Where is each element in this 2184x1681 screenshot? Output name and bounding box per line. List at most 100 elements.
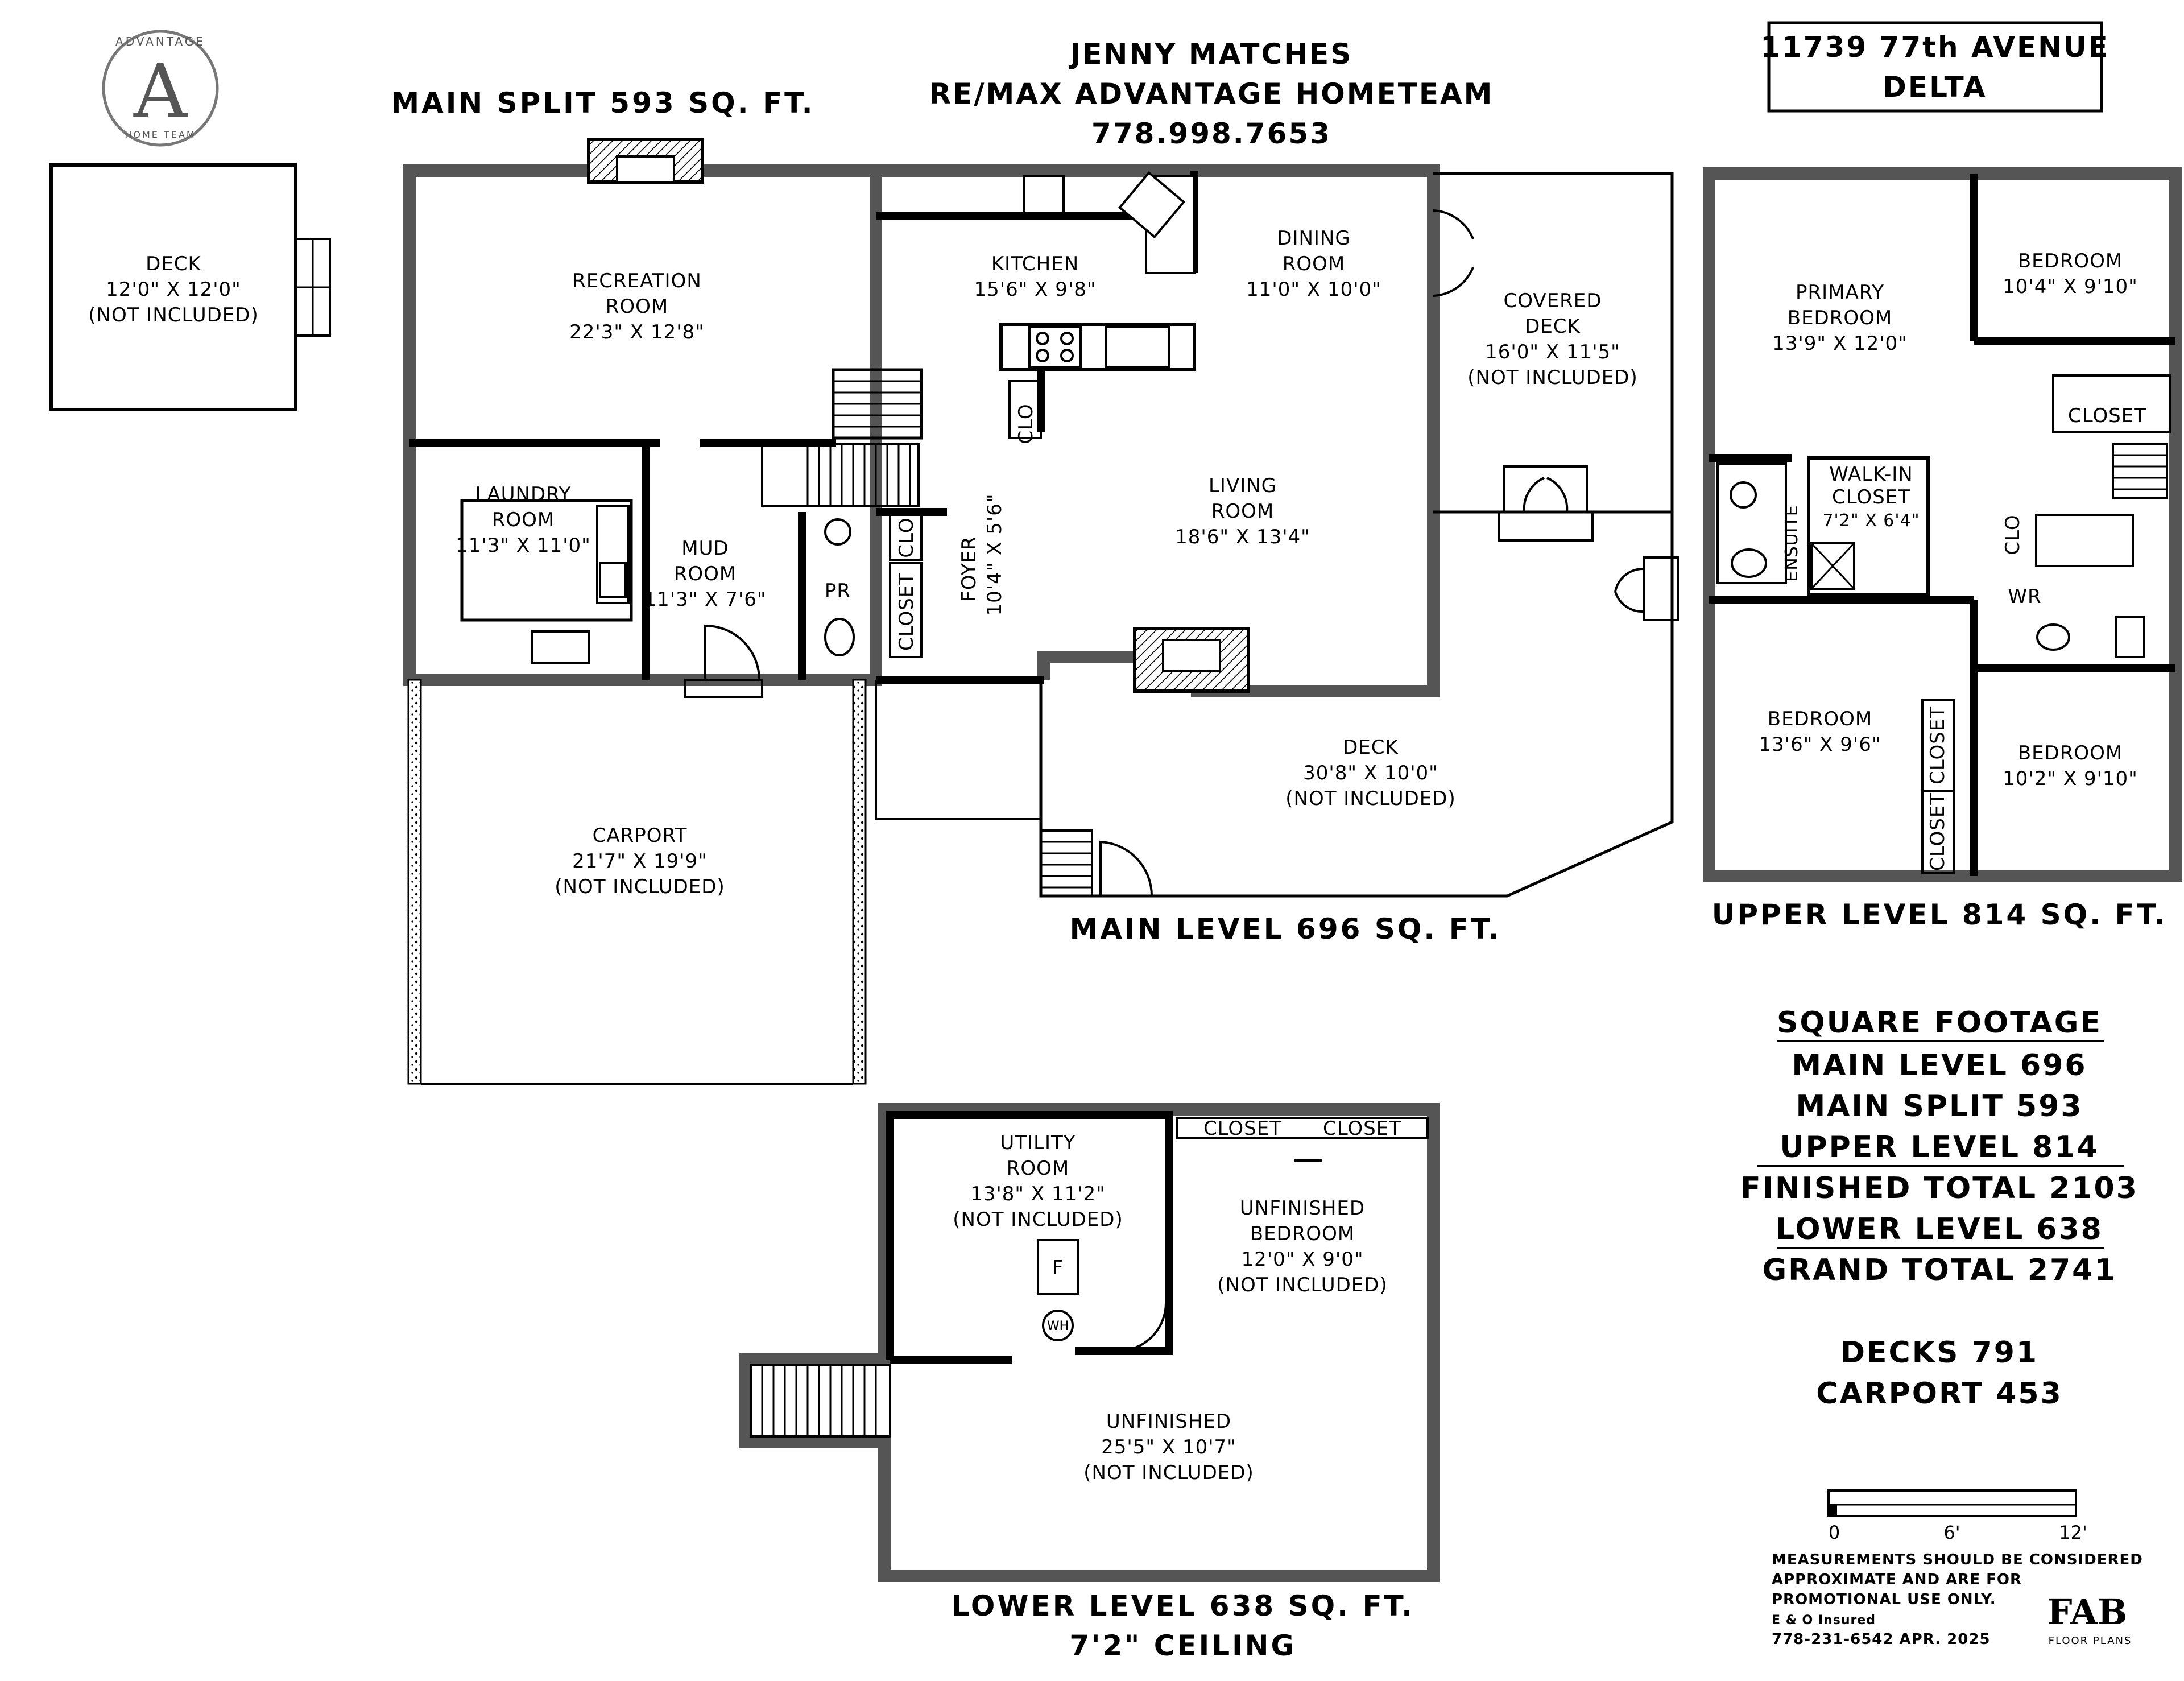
water-heater-label: WH [1047,1319,1069,1333]
room-name: LIVING [1209,474,1277,497]
room-closet-ne: CLOSET [2068,404,2146,427]
room-dims: 16'0" X 11'5" [1485,341,1620,364]
sqft-lower-level: LOWER LEVEL 638 [1776,1212,2103,1246]
room-clo-foyer: CLO [895,517,918,557]
room-name: UNFINISHED [1106,1410,1231,1433]
scale-zero: 0 [1829,1522,1840,1543]
brand-sub: FLOOR PLANS [2049,1635,2132,1647]
room-dims: 11'3" X 7'6" [644,588,766,611]
room-name: ROOM [674,563,737,585]
room-clo-upper: CLO [2001,514,2024,555]
address-box [1767,21,2103,113]
room-note: (NOT INCLUDED) [1285,787,1455,810]
room-bedroom-se: BEDROOM 10'2" X 9'10" [2003,742,2138,790]
small-deck: DECK 12'0" X 12'0" (NOT INCLUDED) [49,163,331,411]
sqft-main-split: MAIN SPLIT 593 [1796,1089,2083,1124]
room-utility: UTILITY ROOM 13'8" X 11'2" (NOT INCLUDED… [953,1131,1123,1231]
room-dims: 10'2" X 9'10" [2003,767,2138,790]
room-dims: 11'3" X 11'0" [456,534,591,557]
sqft-main-level: MAIN LEVEL 696 [1792,1048,2087,1083]
sqft-carport: CARPORT 453 [1816,1377,2063,1411]
disclaimer-line: E & O Insured [1772,1613,1876,1628]
room-name: DECK [1525,315,1581,338]
lower-level-walls [739,1103,1440,1582]
room-name: CLOSET [1832,486,1910,509]
disclaimer-line: APPROXIMATE AND ARE FOR [1772,1571,2022,1588]
room-clo-kitchen: CLO [1015,403,1037,444]
room-laundry: LAUNDRY ROOM 11'3" X 11'0" [456,483,591,557]
room-walk-in-closet: WALK-IN CLOSET 7'2" X 6'4" [1822,463,1920,531]
sqft-finished-total: FINISHED TOTAL 2103 [1740,1171,2138,1205]
room-name: UNFINISHED [1240,1197,1365,1220]
stairs-main-split [761,368,923,507]
sqft-grand-total: GRAND TOTAL 2741 [1762,1253,2116,1287]
room-name: COVERED [1504,290,1602,312]
room-dims: 13'6" X 9'6" [1759,733,1881,756]
level-title-lower: LOWER LEVEL 638 SQ. FT. [952,1589,1414,1622]
lower-ceiling-height: 7'2" CEILING [1069,1629,1296,1662]
disclaimer-line: MEASUREMENTS SHOULD BE CONSIDERED [1772,1551,2143,1568]
room-dims: 22'3" X 12'8" [569,321,705,344]
room-note: (NOT INCLUDED) [953,1208,1123,1231]
room-name: UTILITY [1000,1131,1076,1154]
room-name: WALK-IN [1829,463,1913,486]
room-dims: 13'9" X 12'0" [1772,332,1908,355]
furnace-label: F [1052,1257,1064,1279]
room-note: (NOT INCLUDED) [555,875,725,898]
room-dims: 18'6" X 13'4" [1175,526,1310,548]
room-name: BEDROOM [1250,1222,1355,1245]
room-recreation: RECREATION ROOM 22'3" X 12'8" [569,270,705,344]
room-dims: 30'8" X 10'0" [1303,762,1438,784]
room-name: FOYER [958,536,981,601]
agent-name: JENNY MATCHES [1069,38,1352,71]
room-name: ROOM [606,295,668,318]
room-name: ROOM [1283,253,1345,275]
room-dining: DINING ROOM 11'0" X 10'0" [1246,227,1381,301]
logo-ring-top: ADVANTAGE [115,35,205,48]
room-pr: PR [825,580,851,602]
room-note: (NOT INCLUDED) [1217,1274,1387,1296]
room-note: (NOT INCLUDED) [1467,366,1637,389]
room-closet-upper-2: CLOSET [1926,792,1949,871]
room-name: BEDROOM [2018,742,2123,765]
brand-logo: A ADVANTAGE HOME TEAM [102,30,219,147]
level-title-upper: UPPER LEVEL 814 SQ. FT. [1712,898,2167,931]
disclaimer-line: 778-231-6542 APR. 2025 [1772,1631,1991,1648]
room-name: BEDROOM [1788,307,1892,329]
room-name: KITCHEN [991,253,1079,275]
room-dims: 10'4" X 5'6" [983,493,1006,616]
room-name: ROOM [1211,500,1274,523]
room-foyer: FOYER 10'4" X 5'6" [958,493,1006,616]
brokerage-name: RE/MAX ADVANTAGE HOMETEAM [929,77,1494,110]
disclaimer: MEASUREMENTS SHOULD BE CONSIDERED APPROX… [1772,1551,2143,1648]
room-name: MUD [681,537,729,560]
room-dims: 25'5" X 10'7" [1101,1436,1236,1459]
room-closet-foyer: CLOSET [895,572,918,651]
main-split-walls [403,138,882,698]
scale-bar: 0 6' 12' [1827,1489,2087,1543]
room-dims: 11'0" X 10'0" [1246,278,1381,301]
room-note: (NOT INCLUDED) [88,304,258,327]
room-name: DECK [146,253,201,275]
carport: CARPORT 21'7" X 19'9" (NOT INCLUDED) [407,679,867,1085]
logo-letter: A [133,48,188,134]
room-dims: 12'0" X 9'0" [1241,1248,1363,1271]
sqft-upper-level: UPPER LEVEL 814 [1780,1130,2099,1164]
square-footage-table: SQUARE FOOTAGE MAIN LEVEL 696 MAIN SPLIT… [1740,1006,2138,1411]
room-closet-upper-1: CLOSET [1926,706,1949,784]
room-kitchen: KITCHEN 15'6" X 9'8" [974,253,1095,301]
scale-twelve: 12' [2059,1522,2087,1543]
room-dims: 7'2" X 6'4" [1822,511,1920,531]
room-bedroom-ne: BEDROOM 10'4" X 9'10" [2003,250,2138,298]
main-level-walls [876,164,1474,697]
sqft-title: SQUARE FOOTAGE [1777,1006,2102,1040]
room-unfinished-bedroom: UNFINISHED BEDROOM 12'0" X 9'0" (NOT INC… [1217,1197,1387,1296]
room-name: DECK [1343,736,1399,759]
room-name: ROOM [1007,1157,1069,1180]
logo-ring-bottom: HOME TEAM [125,129,196,140]
main-deck: DECK 30'8" X 10'0" (NOT INCLUDED) [875,510,1679,898]
disclaimer-line: PROMOTIONAL USE ONLY. [1772,1591,1996,1608]
address-city: DELTA [1883,71,1987,104]
room-dims: 10'4" X 9'10" [2003,275,2138,298]
